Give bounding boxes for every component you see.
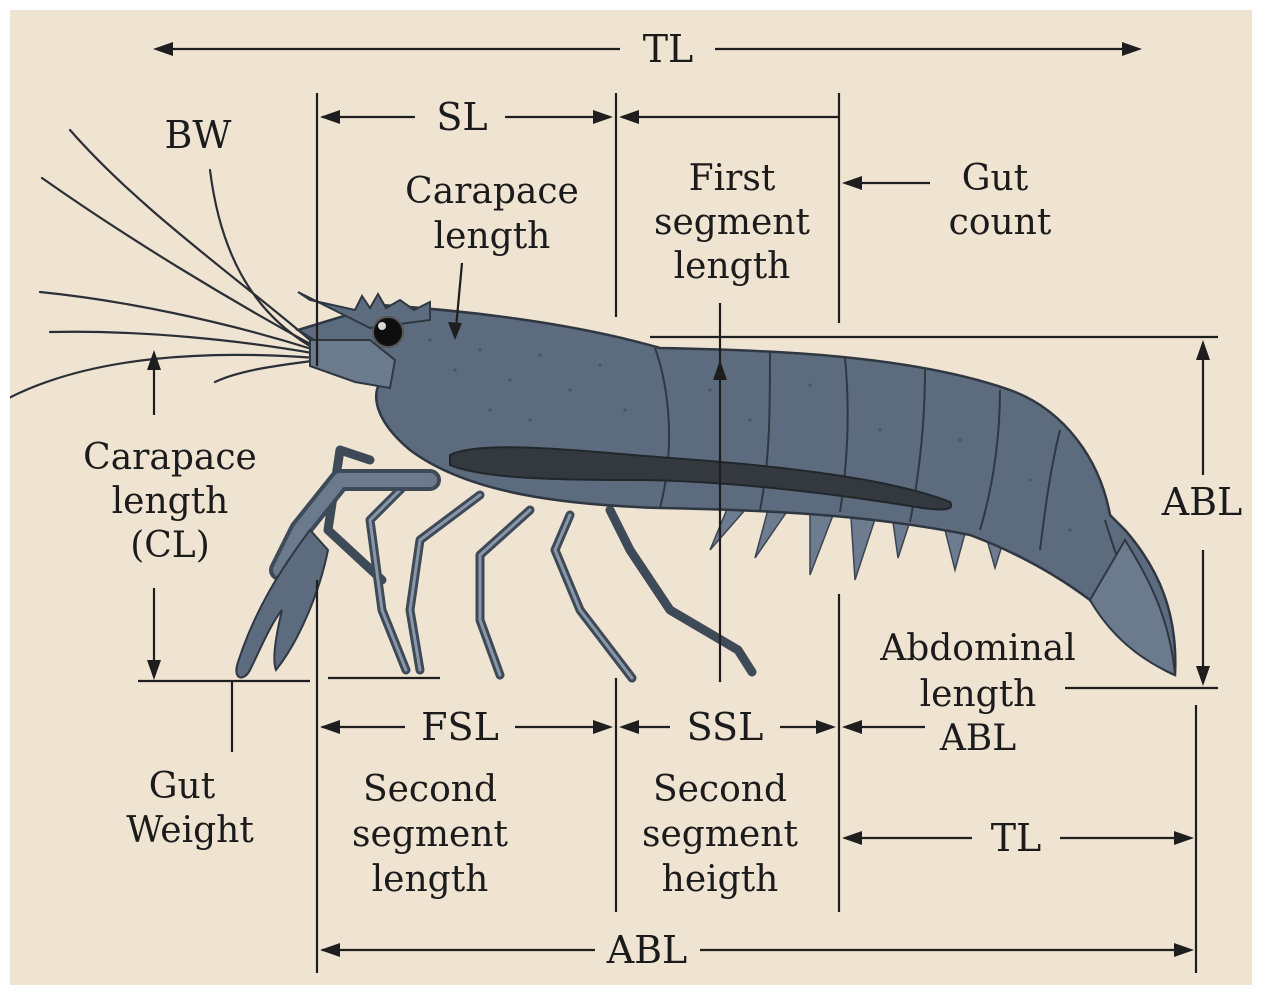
first-segment-arrow	[619, 110, 839, 124]
label-gut-count: Gut count	[949, 158, 1052, 243]
label-gut-weight: Gut Weight	[126, 766, 254, 851]
label-bw: BW	[165, 113, 232, 157]
label-carapace-inner: Carapace length	[405, 171, 579, 257]
svg-text:length: length	[112, 481, 229, 522]
shrimp-measurement-diagram: TL BW SL Carapace length First segment l…	[10, 10, 1252, 985]
eye-highlight	[378, 322, 386, 330]
eye	[373, 317, 403, 347]
label-tl-bottom: TL	[991, 816, 1042, 860]
label-second-segment-height: Second segment heigth	[642, 769, 798, 900]
label-carapace-cl: Carapace length (CL)	[83, 437, 257, 566]
label-first-segment: First segment length	[654, 158, 810, 287]
svg-text:length: length	[674, 246, 791, 287]
abdominal-arrow	[842, 720, 925, 734]
svg-text:length: length	[434, 216, 551, 257]
svg-text:length: length	[920, 674, 1037, 715]
svg-text:Gut: Gut	[149, 766, 216, 807]
svg-text:count: count	[949, 202, 1052, 243]
svg-text:Weight: Weight	[126, 810, 254, 851]
svg-text:heigth: heigth	[662, 859, 779, 900]
svg-text:Second: Second	[653, 769, 787, 810]
abl-bottom-arrow	[320, 943, 1194, 957]
diagram-frame: TL BW SL Carapace length First segment l…	[10, 10, 1252, 985]
label-second-segment-length: Second segment length	[352, 769, 508, 900]
svg-text:segment: segment	[642, 814, 798, 855]
svg-text:length: length	[372, 859, 489, 900]
label-tl-top: TL	[643, 27, 694, 71]
label-abl-right: ABL	[1161, 480, 1243, 524]
antennae	[10, 130, 320, 400]
svg-text:ABL: ABL	[939, 718, 1016, 759]
svg-text:segment: segment	[352, 814, 508, 855]
gut-count-arrow	[842, 176, 930, 190]
label-abl-bottom: ABL	[606, 928, 688, 972]
svg-text:Second: Second	[363, 769, 497, 810]
svg-text:Gut: Gut	[962, 158, 1029, 199]
label-sl: SL	[436, 95, 487, 139]
svg-text:Abdominal: Abdominal	[879, 628, 1076, 669]
label-fsl: FSL	[421, 705, 499, 749]
svg-text:Carapace: Carapace	[405, 171, 579, 212]
svg-text:(CL): (CL)	[130, 525, 210, 566]
label-abdominal: Abdominal length ABL	[879, 628, 1076, 759]
svg-text:First: First	[689, 158, 776, 199]
svg-text:segment: segment	[654, 202, 810, 243]
label-ssl: SSL	[687, 705, 764, 749]
walking-legs-highlight	[370, 480, 632, 678]
svg-text:Carapace: Carapace	[83, 437, 257, 478]
